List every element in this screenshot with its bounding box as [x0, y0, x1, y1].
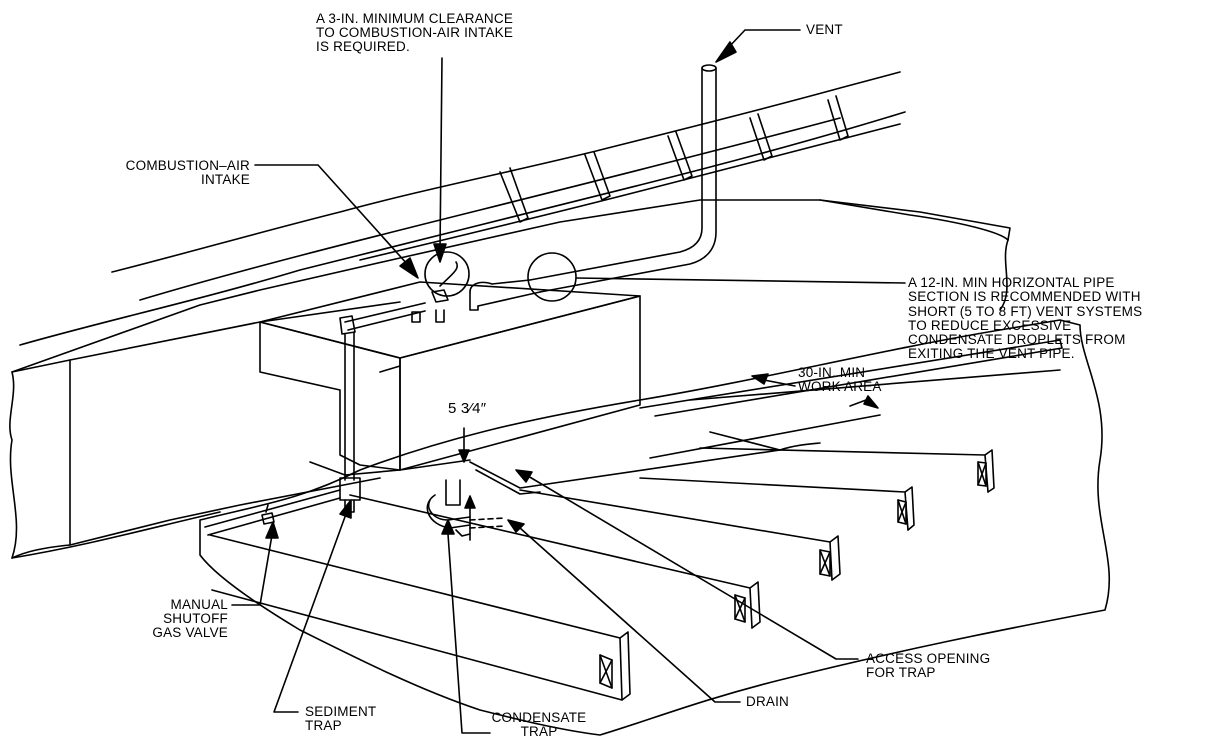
sediment-trap-label-line-2: TRAP — [305, 718, 342, 733]
work-area-label-line-2: WORK AREA — [798, 379, 882, 394]
horizontal-pipe-label-line-3: SHORT (5 TO 8 FT) VENT SYSTEMS — [908, 303, 1143, 319]
gas-pipe-horizontal — [344, 302, 426, 323]
condensate-trap-label-line-2: TRAP — [520, 724, 558, 739]
dimension-label: 5 3⁄4″ — [448, 400, 487, 417]
access-opening — [469, 431, 781, 489]
manual-shutoff-label-line-2: SHUTOFF — [163, 611, 228, 626]
sediment-trap-label-line-1: SEDIMENT — [305, 704, 377, 719]
combustion-air-intake-label-line-2: INTAKE — [201, 172, 250, 187]
horizontal-pipe-label-line-1: A 12-IN. MIN HORIZONTAL PIPE — [908, 275, 1115, 290]
furnace-top — [259, 281, 641, 359]
combustion-air-intake-label-line-1: COMBUSTION–AIR — [125, 158, 250, 173]
combustion-air-intake-label: COMBUSTION–AIR INTAKE — [90, 159, 250, 187]
beam-front-face — [9, 359, 71, 559]
vent-label-line-1: VENT — [806, 22, 843, 37]
work-area-label-line-1: 30-IN. MIN — [798, 365, 866, 380]
horizontal-pipe-label-line-5: CONDENSATE DROPLETS FROM — [908, 332, 1126, 348]
roof-inner-line — [139, 117, 841, 301]
floor-joists — [209, 339, 1063, 701]
access-opening-label-line-1: ACCESS OPENING — [866, 651, 991, 666]
vent-pipe — [529, 67, 703, 281]
beam-top — [11, 199, 1011, 373]
work-area-label: 30-IN. MIN WORK AREA — [798, 366, 882, 394]
drain-label: DRAIN — [746, 695, 789, 709]
roof-upper-edge — [111, 71, 901, 273]
clearance-label-line-1: A 3-IN. MINIMUM CLEARANCE — [316, 11, 514, 26]
access-opening-label: ACCESS OPENING FOR TRAP — [866, 652, 990, 680]
horizontal-pipe-label: A 12-IN. MIN HORIZONTAL PIPE SECTION IS … — [908, 275, 1143, 362]
vent-label: VENT — [806, 23, 843, 37]
condensate-trap-label: CONDENSATE TRAP — [490, 711, 588, 739]
sediment-trap-label: SEDIMENT TRAP — [305, 705, 376, 733]
drain-label-line-1: DRAIN — [746, 694, 790, 709]
horizontal-pipe-label-line-2: SECTION IS RECOMMENDED WITH — [908, 289, 1141, 305]
dimension-label-line-1: 5 3⁄4″ — [448, 400, 487, 417]
roof-lower-edge — [19, 111, 906, 346]
horizontal-pipe-label-line-4: TO REDUCE EXCESSIVE — [908, 317, 1072, 333]
horizontal-pipe-label-line-6: EXITING THE VENT PIPE. — [908, 346, 1075, 362]
clearance-label-line-3: IS REQUIRED. — [316, 39, 410, 54]
condensate-trap-label-line-1: CONDENSATE — [491, 710, 587, 725]
access-opening-label-line-2: FOR TRAP — [866, 665, 936, 680]
clearance-label: A 3-IN. MINIMUM CLEARANCE TO COMBUSTION-… — [316, 12, 513, 54]
manual-shutoff-label: MANUAL SHUTOFF GAS VALVE — [120, 598, 228, 640]
leader-lines — [231, 29, 906, 734]
clearance-label-line-2: TO COMBUSTION-AIR INTAKE — [316, 25, 514, 40]
manual-shutoff-label-line-1: MANUAL — [170, 597, 228, 612]
clearance-circle — [424, 251, 470, 297]
attic-floor-outline — [199, 319, 1111, 736]
horizontal-pipe-circle — [527, 252, 577, 302]
manual-shutoff-label-line-3: GAS VALVE — [152, 625, 228, 640]
furnace-left-side — [259, 321, 401, 471]
